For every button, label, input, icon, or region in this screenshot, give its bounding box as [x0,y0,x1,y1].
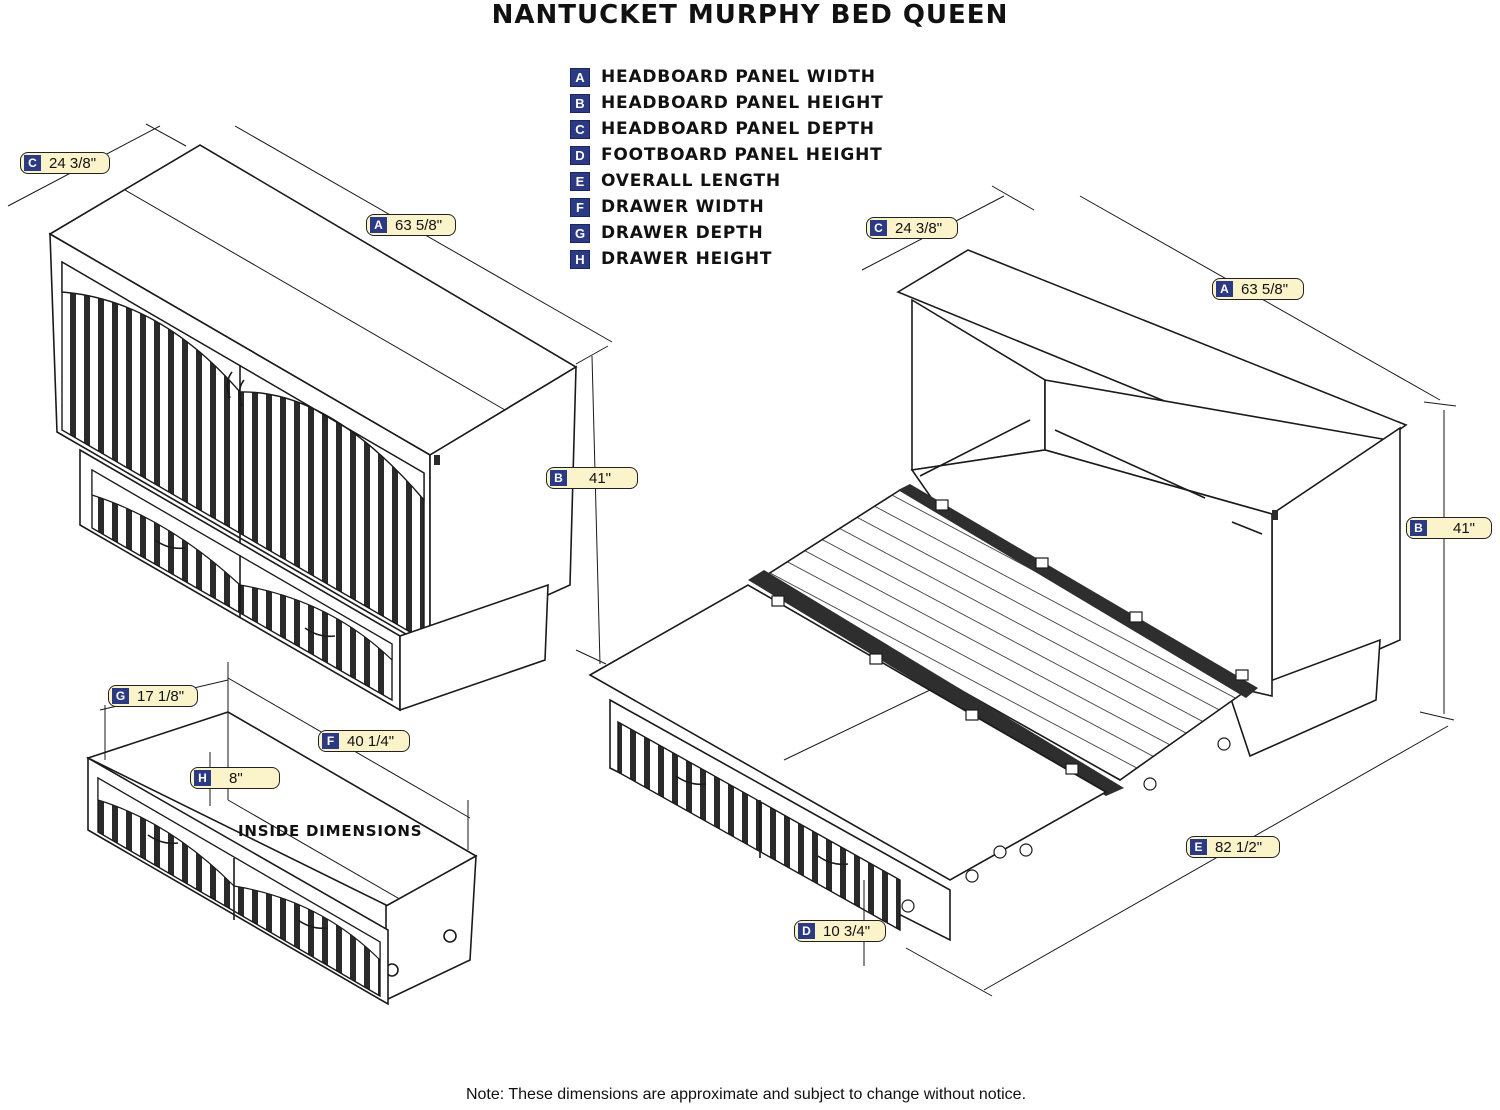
dimension-letter: B [1410,520,1427,536]
dimension-value: 24 3/8" [49,154,97,172]
dimension-callout-open-a: A 63 5/8" [1212,278,1304,300]
dimension-callout-open-b: B 41" [1406,517,1492,539]
legend-letter: G [570,223,590,243]
legend-item: G DRAWER DEPTH [570,220,884,246]
dimension-callout-open-e: E 82 1/2" [1186,836,1280,858]
dimension-letter: A [370,217,387,233]
inside-dimensions-label: INSIDE DIMENSIONS [238,822,423,840]
dimension-callout-closed-c: C 24 3/8" [20,152,110,174]
dimension-callout-drawer-h: H 8" [190,767,280,789]
dimension-value: 17 1/8" [137,687,185,705]
legend-item: E OVERALL LENGTH [570,168,884,194]
dimension-value: 63 5/8" [1241,280,1289,298]
closed-cabinet [48,144,578,712]
legend-text: DRAWER WIDTH [601,197,765,217]
legend-item: B HEADBOARD PANEL HEIGHT [570,90,884,116]
legend-text: DRAWER HEIGHT [601,249,773,269]
dimension-callout-closed-a: A 63 5/8" [366,214,456,236]
dimension-legend: A HEADBOARD PANEL WIDTH B HEADBOARD PANEL … [570,64,884,272]
legend-letter: E [570,171,590,191]
legend-letter: A [570,67,590,87]
dimension-callout-open-c: C 24 3/8" [866,217,958,239]
legend-item: F DRAWER WIDTH [570,194,884,220]
legend-text: DRAWER DEPTH [601,223,764,243]
dimension-callout-drawer-f: F 40 1/4" [318,730,410,752]
dimension-callout-drawer-g: G 17 1/8" [108,685,198,707]
legend-item: H DRAWER HEIGHT [570,246,884,272]
drawer-illustration [85,711,478,1006]
dimension-letter: E [1190,839,1207,855]
dimension-letter: H [194,770,211,786]
legend-text: OVERALL LENGTH [601,171,781,191]
dimension-value: 82 1/2" [1215,838,1263,856]
dimension-letter: B [550,470,567,486]
dimension-letter: C [24,155,41,171]
legend-item: A HEADBOARD PANEL WIDTH [570,64,884,90]
legend-text: HEADBOARD PANEL HEIGHT [601,93,884,113]
dimension-letter: G [112,688,129,704]
dimension-letter: C [870,220,887,236]
dimension-value: 10 3/4" [823,922,871,940]
legend-text: HEADBOARD PANEL WIDTH [601,67,876,87]
legend-text: FOOTBOARD PANEL HEIGHT [601,145,883,165]
dimension-callout-open-d: D 10 3/4" [794,920,886,942]
dimension-letter: D [798,923,815,939]
dimension-value: 63 5/8" [395,216,443,234]
legend-item: C HEADBOARD PANEL DEPTH [570,116,884,142]
legend-letter: C [570,119,590,139]
disclaimer-note: Note: These dimensions are approximate a… [465,1086,1027,1103]
legend-letter: B [570,93,590,113]
legend-text: HEADBOARD PANEL DEPTH [601,119,875,139]
legend-letter: H [570,249,590,269]
dimension-value: 41" [1453,519,1476,537]
open-bed [588,249,1408,942]
dimension-value: 41" [589,469,612,487]
legend-item: D FOOTBOARD PANEL HEIGHT [570,142,884,168]
dimension-letter: A [1216,281,1233,297]
dimension-value: 24 3/8" [895,219,943,237]
dimension-callout-closed-b: B 41" [546,467,638,489]
legend-letter: D [570,145,590,165]
legend-letter: F [570,197,590,217]
dimension-letter: F [322,733,339,749]
dimension-value: 8" [229,769,243,787]
diagram-title: NANTUCKET MURPHY BED QUEEN [491,0,1009,30]
dimension-value: 40 1/4" [347,732,395,750]
